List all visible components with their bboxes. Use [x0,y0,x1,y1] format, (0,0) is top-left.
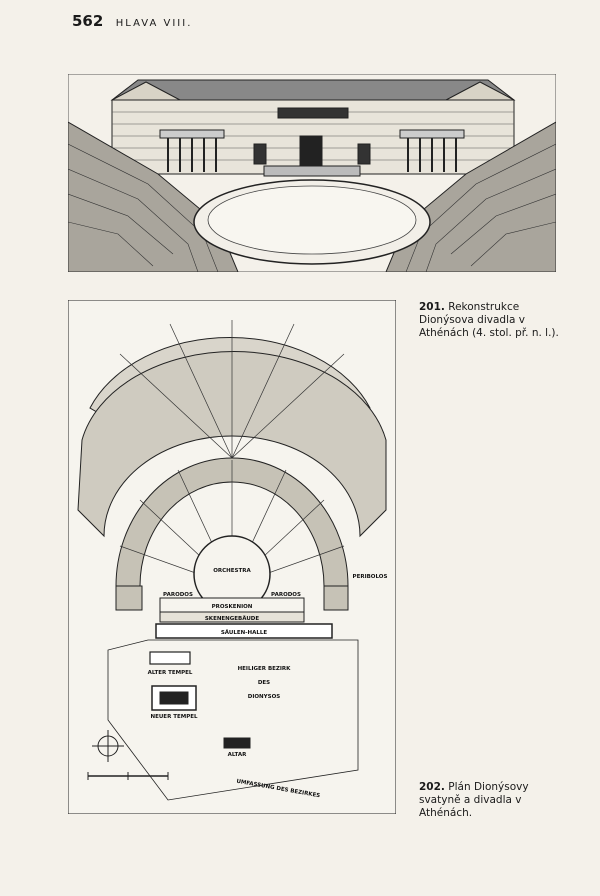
plan-label-peribolos: PERIBOLOS [353,574,388,580]
plan-label-heiliger-bezirk: HEILIGER BEZIRK [238,666,292,672]
plan-label-saulen-halle: SÄULEN-HALLE [221,629,268,636]
plan-label-orchestra: ORCHESTRA [213,568,251,574]
figure-202-number: 202. [419,781,445,793]
figure-202-caption: 202. Plán Dionýsovy svatyně a divadla v … [419,781,559,820]
plan-label-parodos-left: PARODOS [163,592,193,598]
page-number: 562 [72,12,104,30]
plan-label-proskenion: PROSKENION [212,604,253,610]
figure-202-text: Plán Dionýsovy svatyně a divadla v Athén… [419,781,529,819]
plan-label-altar: ALTAR [228,752,247,758]
page-header: 562 HLAVA VIII. [72,12,192,30]
chapter-title: HLAVA VIII. [115,18,193,29]
plan-label-skenengebaude: SKENENGEBÄUDE [205,615,260,622]
figure-201-number: 201. [419,301,445,313]
plan-label-alter-tempel: ALTER TEMPEL [148,670,193,676]
figure-201-caption: 201. Rekonstrukce Dionýsova divadla v At… [419,301,559,340]
theatre-plan-illustration: ORCHESTRA PARODOS PARODOS PROSKENION SKE… [68,300,396,814]
plan-label-parodos-right: PARODOS [271,592,301,598]
plan-label-neuer-tempel: NEUER TEMPEL [150,714,198,720]
plan-label-des: DES [258,680,270,686]
plan-label-dionysos: DIONYSOS [248,694,281,700]
figure-201-text: Rekonstrukce Dionýsova divadla v Athénác… [419,301,559,339]
theatre-reconstruction-illustration [68,74,556,272]
